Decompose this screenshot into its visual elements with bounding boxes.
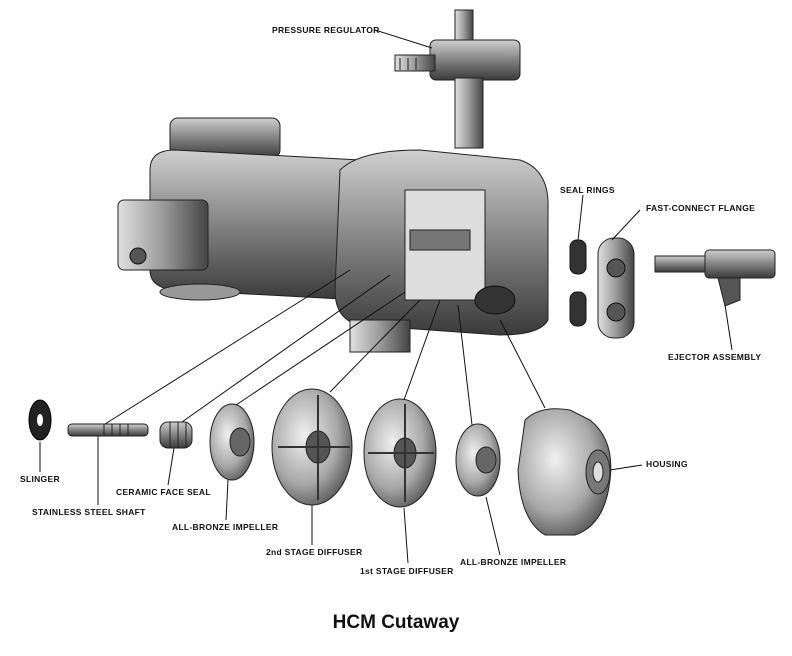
label-ceramic-face-seal: CERAMIC FACE SEAL — [116, 487, 211, 497]
pressure-regulator-part — [394, 9, 521, 149]
label-all-bronze-impeller-2: ALL-BRONZE IMPELLER — [460, 557, 567, 567]
diagram-caption: HCM Cutaway — [332, 612, 460, 633]
first-stage-diffuser-part — [363, 398, 437, 508]
fast-connect-flange-part — [597, 237, 635, 339]
label-first-stage-diffuser: 1st STAGE DIFFUSER — [360, 566, 454, 576]
seal-rings-part — [569, 239, 587, 327]
label-fast-connect-flange: FAST-CONNECT FLANGE — [646, 203, 756, 213]
ejector-assembly-part — [654, 249, 776, 307]
motor-part — [117, 117, 361, 301]
label-ejector-assembly: EJECTOR ASSEMBLY — [668, 352, 762, 362]
impeller-1-part — [209, 403, 255, 481]
ceramic-face-seal-part — [159, 421, 193, 449]
stainless-steel-shaft-part — [67, 423, 149, 437]
label-seal-rings: SEAL RINGS — [560, 185, 615, 195]
pump-body-part — [334, 149, 549, 353]
second-stage-diffuser-part — [271, 388, 353, 506]
label-pressure-regulator: PRESSURE REGULATOR — [272, 25, 380, 35]
impeller-2-part — [455, 423, 501, 497]
label-second-stage-diffuser: 2nd STAGE DIFFUSER — [266, 547, 363, 557]
slinger-part — [28, 399, 52, 441]
leader-lines — [39, 29, 733, 564]
label-slinger: SLINGER — [20, 474, 60, 484]
label-all-bronze-impeller-1: ALL-BRONZE IMPELLER — [172, 522, 279, 532]
housing-part — [517, 408, 612, 536]
label-housing: HOUSING — [646, 459, 688, 469]
label-stainless-steel-shaft: STAINLESS STEEL SHAFT — [32, 507, 146, 517]
